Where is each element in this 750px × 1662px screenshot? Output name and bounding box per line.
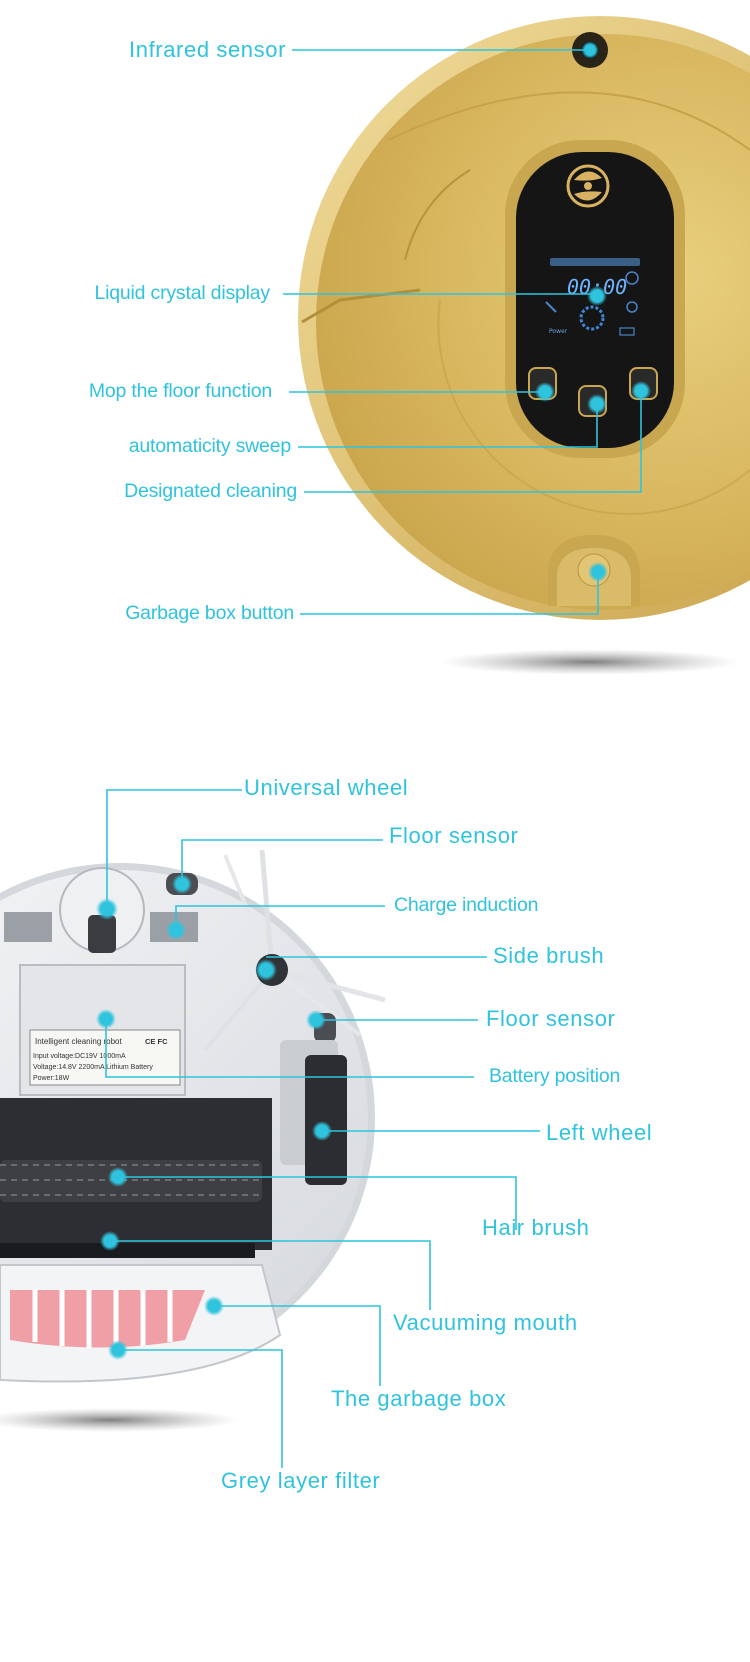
lcd-screen: 00:00 Power — [545, 258, 640, 336]
callout-dots — [96, 41, 651, 1360]
dot-auto-sweep — [587, 394, 607, 414]
label-automaticity-sweep: automaticity sweep — [128, 435, 291, 457]
dot-garbage-box — [204, 1296, 224, 1316]
svg-text:Input voltage:DC19V 1000mA: Input voltage:DC19V 1000mA — [33, 1053, 126, 1060]
side-groove — [404, 169, 471, 261]
label-charge-induction: Charge induction — [394, 894, 539, 916]
label-battery-position: Battery position — [489, 1065, 621, 1087]
left-wheel — [305, 1055, 347, 1185]
dot-hair-brush — [108, 1167, 128, 1187]
dot-filter — [108, 1340, 128, 1360]
label-floor-sensor-side: Floor sensor — [486, 1006, 616, 1031]
svg-text:Intelligent cleaning robot: Intelligent cleaning robot — [35, 1037, 123, 1046]
dot-left-wheel — [312, 1121, 332, 1141]
dot-vacuum-mouth — [100, 1231, 120, 1251]
dot-designated — [631, 381, 651, 401]
dot-battery — [96, 1009, 116, 1029]
brand-logo — [566, 164, 610, 208]
dot-charge-induction — [166, 920, 186, 940]
robot-floor-shadow — [440, 649, 740, 675]
lcd-alert-icon — [625, 271, 639, 285]
top-shell-arc — [387, 91, 750, 151]
universal-wheel — [88, 915, 116, 953]
label-side-brush: Side brush — [493, 943, 605, 968]
dot-side-brush — [255, 959, 277, 981]
label-liquid-crystal-display: Liquid crystal display — [94, 282, 270, 304]
charge-pad-left — [4, 912, 52, 942]
hepa-filter — [10, 1290, 205, 1348]
dot-floor-sensor-2 — [306, 1010, 326, 1030]
dot-mop — [535, 382, 555, 402]
dot-garbage-button — [588, 562, 608, 582]
lcd-wrench-icon — [545, 301, 557, 313]
label-infrared-sensor: Infrared sensor — [129, 37, 286, 62]
vacuum-mouth — [0, 1243, 255, 1258]
label-garbage-box: The garbage box — [331, 1386, 507, 1411]
lcd-fan-icon — [579, 305, 605, 331]
lcd-target-icon — [626, 301, 638, 313]
svg-text:Power:18W: Power:18W — [33, 1075, 70, 1082]
label-floor-sensor-front: Floor sensor — [389, 823, 519, 848]
label-designated-cleaning: Designated cleaning — [124, 480, 297, 502]
inner-ring — [437, 299, 750, 515]
label-grey-layer-filter: Grey layer filter — [221, 1468, 381, 1493]
label-vacuuming-mouth: Vacuuming mouth — [393, 1310, 578, 1335]
robot-underside-view: Intelligent cleaning robot CE FC Input v… — [0, 849, 386, 1432]
dot-floor-sensor-1 — [172, 874, 192, 894]
lcd-battery-icon — [619, 327, 635, 336]
product-label: Intelligent cleaning robot CE FC Input v… — [29, 1029, 181, 1086]
lcd-power-text: Power — [549, 328, 568, 335]
label-universal-wheel: Universal wheel — [244, 775, 409, 800]
label-left-wheel: Left wheel — [546, 1120, 653, 1145]
dot-universal-wheel — [96, 898, 118, 920]
svg-text:CE FC: CE FC — [145, 1037, 168, 1046]
svg-text:Voltage:14.8V 2200mA Lithium B: Voltage:14.8V 2200mA Lithium Battery — [33, 1064, 153, 1071]
label-mop-floor-function: Mop the floor function — [88, 380, 272, 402]
filter-pleats — [32, 1290, 173, 1348]
label-garbage-box-button: Garbage box button — [125, 602, 294, 624]
underside-floor-shadow — [0, 1408, 240, 1432]
leader-lines — [105, 49, 642, 1468]
dot-lcd — [587, 286, 607, 306]
hair-brush — [0, 1160, 262, 1202]
dot-infrared-sensor — [581, 41, 599, 59]
robot-top-view: 00:00 Power — [298, 16, 750, 675]
label-hair-brush: Hair brush — [482, 1215, 590, 1240]
